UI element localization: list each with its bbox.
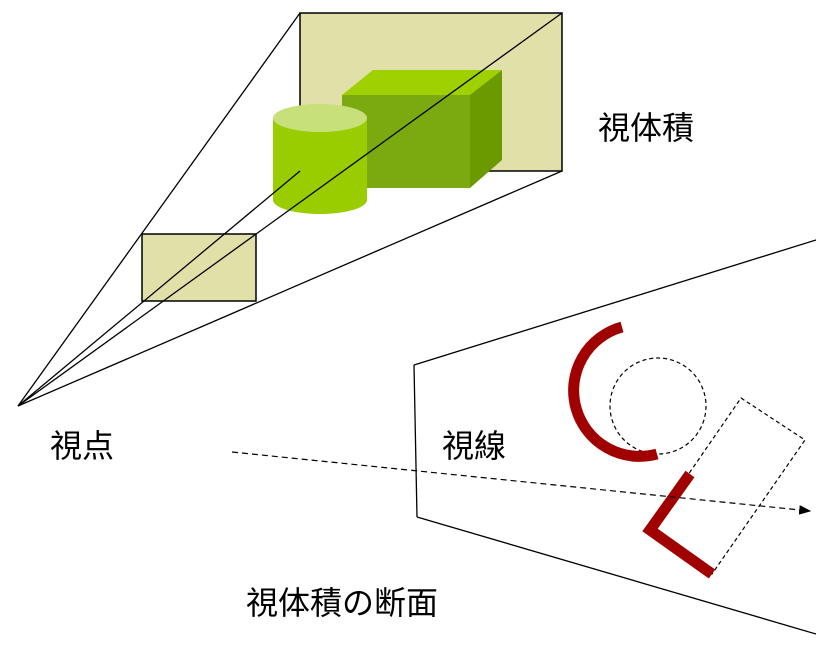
line-of-sight-label: 視線 (442, 427, 507, 465)
view-volume-section-outline (413, 239, 816, 635)
box-object (342, 70, 502, 188)
dashed-circle-outline (609, 357, 707, 455)
circle-section-arc (568, 321, 659, 462)
frustum-edges (17, 12, 563, 407)
cylinder-object (273, 104, 367, 214)
box-section-lshape (642, 470, 716, 579)
view-volume-label: 視体積 (598, 109, 695, 147)
view-volume-section-label: 視体積の断面 (246, 584, 439, 622)
line-of-sight-arrow (231, 451, 812, 515)
near-clipping-plane (141, 233, 257, 302)
viewpoint-label: 視点 (50, 427, 115, 465)
